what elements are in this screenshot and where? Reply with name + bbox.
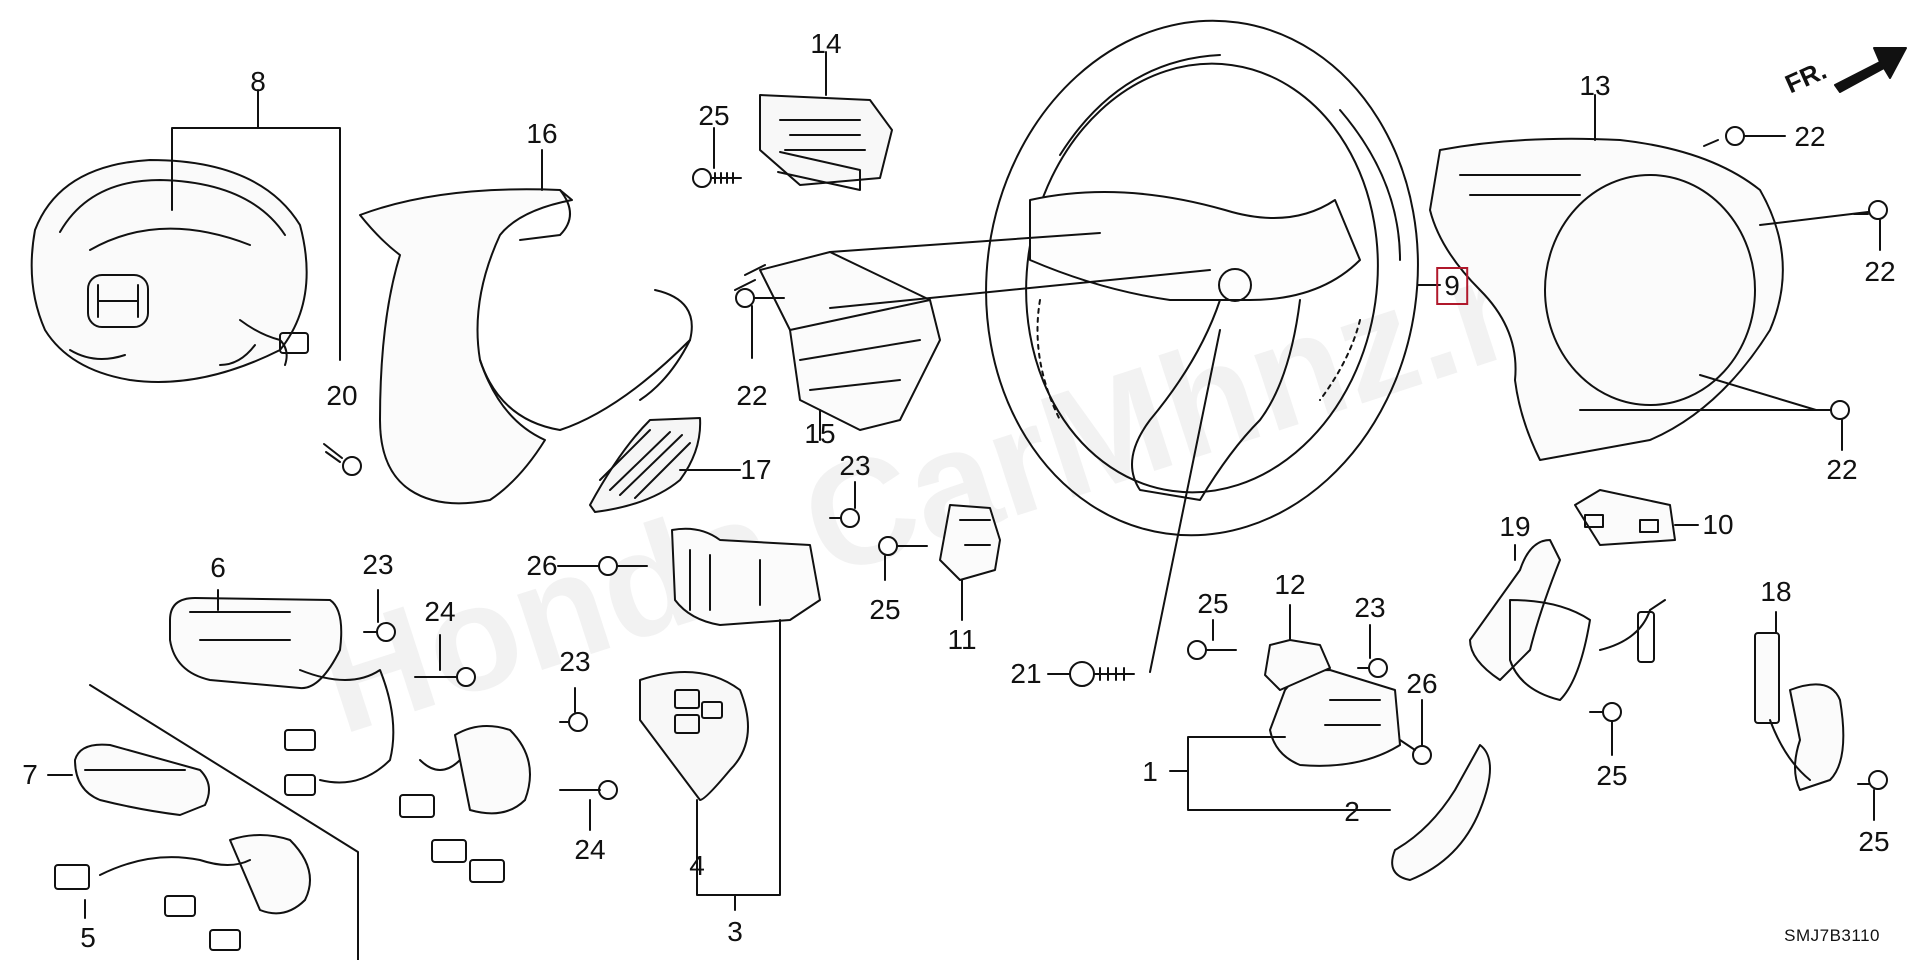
bolt-26a-icon <box>598 556 648 576</box>
switch-panel-4-icon <box>639 671 749 801</box>
callout-1: 1 <box>1142 756 1158 787</box>
divider-line <box>89 684 359 960</box>
callout-23b: 23 <box>362 549 394 580</box>
callout-15: 15 <box>804 418 836 449</box>
callout-3: 3 <box>727 916 743 947</box>
bracket-11-icon <box>939 504 1001 581</box>
callout-25c: 25 <box>1197 588 1229 619</box>
switch-5-icon <box>54 834 311 951</box>
callout-10: 10 <box>1702 509 1734 540</box>
leader-9-ref <box>829 232 1211 309</box>
bolt-24a-icon <box>414 667 476 687</box>
callout-16: 16 <box>526 118 558 149</box>
callout-22c: 22 <box>1864 256 1896 287</box>
grille-17-icon <box>589 417 702 513</box>
paddle-18-icon <box>1754 632 1845 791</box>
leader-3-4 <box>696 619 781 896</box>
callout-26a: 26 <box>526 550 558 581</box>
callout-8: 8 <box>250 66 266 97</box>
callout-14: 14 <box>810 28 842 59</box>
callout-23d: 23 <box>1354 592 1386 623</box>
bolt-23a-icon <box>829 508 860 528</box>
callout-23a: 23 <box>839 450 871 481</box>
callout-22a: 22 <box>736 380 768 411</box>
callout-13: 13 <box>1579 70 1611 101</box>
bolt-24b-icon <box>559 780 618 800</box>
bolt-20-icon <box>323 443 362 476</box>
bolt-23c-icon <box>559 712 588 732</box>
callout-4: 4 <box>689 850 705 881</box>
airbag-module-icon <box>30 159 309 383</box>
bolt-22d-icon <box>1815 400 1850 420</box>
paddle-19-icon <box>1469 539 1666 701</box>
leader-8 <box>171 89 341 361</box>
callout-24a: 24 <box>424 596 456 627</box>
callout-25d: 25 <box>1596 760 1628 791</box>
switch-6-icon <box>169 597 395 796</box>
callout-17: 17 <box>740 454 772 485</box>
callout-24b: 24 <box>574 834 606 865</box>
callout-21: 21 <box>1010 658 1042 689</box>
switch-bracket-icon <box>671 527 821 626</box>
bolt-25a-icon <box>692 168 742 188</box>
callout-19: 19 <box>1499 511 1531 542</box>
bracket-15-icon <box>734 251 941 431</box>
bolt-23b-icon <box>363 622 396 642</box>
callout-25b: 25 <box>869 594 901 625</box>
callout-22b: 22 <box>1794 121 1826 152</box>
switch-7-icon <box>74 743 210 816</box>
diagram-code: SMJ7B3110 <box>1784 926 1880 945</box>
leader-21 <box>1047 329 1221 675</box>
paddle-2-icon <box>1391 744 1491 881</box>
callout-23c: 23 <box>559 646 591 677</box>
callout-25e: 25 <box>1858 826 1890 857</box>
callout-20: 20 <box>326 380 358 411</box>
callout-12: 12 <box>1274 569 1306 600</box>
bolt-25e-icon <box>1857 770 1888 790</box>
callout-26b: 26 <box>1406 668 1438 699</box>
steering-wheel-9-icon <box>985 19 1419 537</box>
cover-14-icon <box>759 94 893 191</box>
back-cover-13-icon <box>1429 137 1784 461</box>
leader-1-2 <box>1187 736 1391 811</box>
callout-18: 18 <box>1760 576 1792 607</box>
front-arrow-icon <box>1834 47 1907 93</box>
callout-7: 7 <box>22 759 38 790</box>
bolt-22a-icon <box>735 288 785 308</box>
bolt-21-icon <box>1069 661 1135 687</box>
lower-cover-16-icon <box>359 188 693 505</box>
bolt-25c-icon <box>1187 640 1237 660</box>
callout-6: 6 <box>210 552 226 583</box>
switch-6b-icon <box>399 725 531 883</box>
bolt-25b-icon <box>878 536 928 556</box>
bolt-26b-icon <box>1399 739 1432 765</box>
callout-9: 9 <box>1436 267 1468 305</box>
callout-22d: 22 <box>1826 454 1858 485</box>
bolt-25d-icon <box>1589 702 1622 722</box>
leader-22c <box>1759 211 1881 251</box>
callout-11: 11 <box>947 624 977 655</box>
callout-25a: 25 <box>698 100 730 131</box>
cover-10-icon <box>1574 489 1676 546</box>
bolt-22c-icon <box>1853 200 1888 220</box>
callout-2: 2 <box>1344 796 1360 827</box>
bolt-23d-icon <box>1357 658 1388 678</box>
callout-5: 5 <box>80 922 96 953</box>
leader-22d <box>1579 374 1843 451</box>
